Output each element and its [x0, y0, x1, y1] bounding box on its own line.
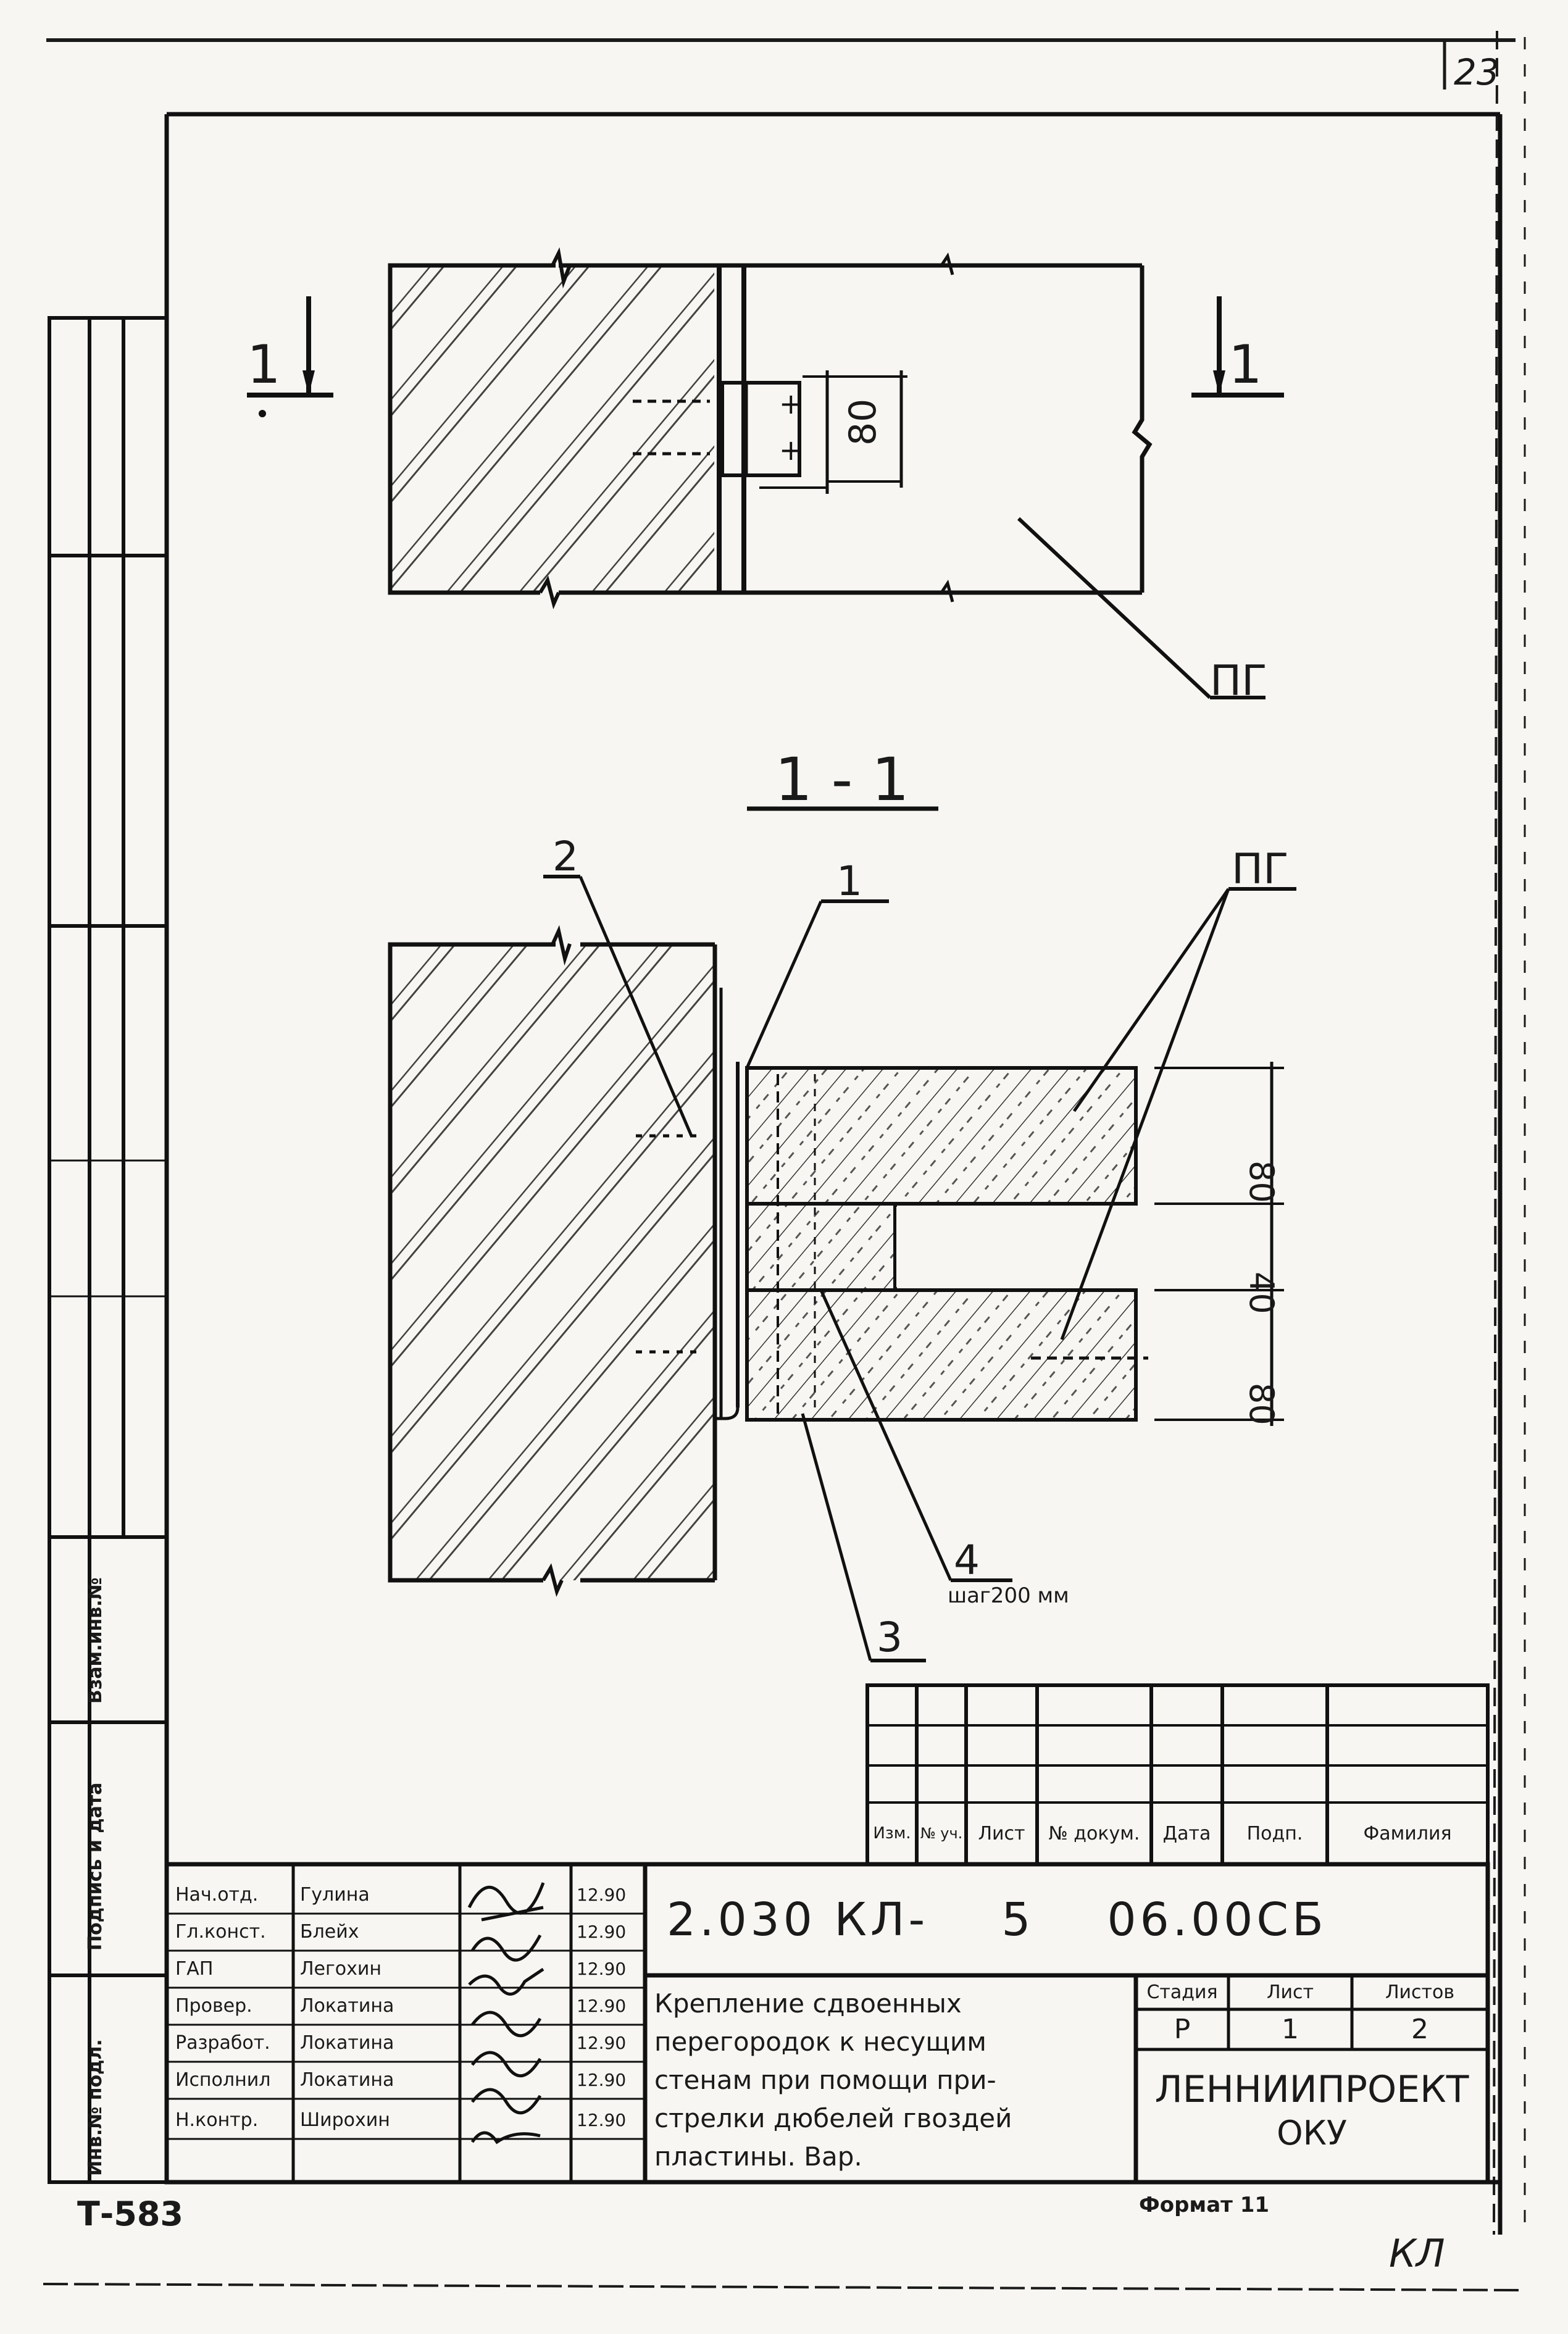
- organization-name: ЛЕННИИПРОЕКТ: [1154, 2068, 1469, 2111]
- rev-header-date: Дата: [1162, 1822, 1211, 1844]
- signature-date: 12.90: [577, 2109, 627, 2130]
- strip-label-signature: Подпись и дата: [85, 1782, 106, 1951]
- section-dimension-upper: 80: [1242, 1161, 1281, 1203]
- panel-label-section: ПГ: [1232, 845, 1289, 894]
- rev-header-item: № уч.: [920, 1825, 963, 1842]
- sheet-outer-border: [43, 30, 1526, 2291]
- section-marker-label-left: 1: [247, 334, 281, 396]
- rev-header-sign: Подп.: [1246, 1822, 1303, 1844]
- stamp-code: Т-583: [77, 2194, 183, 2233]
- signature-date: 12.90: [577, 2032, 627, 2053]
- spacer-plate: [745, 1202, 897, 1292]
- title-line: пластины. Вар.: [654, 2141, 862, 2172]
- stage-header: Стадия: [1146, 1982, 1218, 2003]
- svg-text:+: +: [779, 387, 803, 420]
- section-view: [388, 806, 1296, 1662]
- signature-role: Гл.конст.: [175, 1920, 266, 1943]
- signature-date: 12.90: [577, 2069, 627, 2090]
- plan-fastener-plate: [720, 381, 801, 477]
- format-label: Формат 11: [1139, 2193, 1270, 2217]
- plan-view: + +: [247, 247, 1284, 699]
- organization-dept: ОКУ: [1277, 2113, 1347, 2153]
- plan-wall-outline: [388, 263, 556, 595]
- document-code: 2.030 КЛ- 5 06.00СБ: [667, 1893, 1327, 1946]
- strip-label-inv: Инв.№ подл.: [85, 2039, 106, 2176]
- signature-role: Н.контр.: [175, 2109, 259, 2131]
- section-wall-hatched: [390, 944, 714, 1580]
- signature-role: Разработ.: [175, 2032, 270, 2054]
- signature-role: Нач.отд.: [175, 1883, 259, 1906]
- signature-name: Локатина: [300, 2032, 394, 2054]
- revision-table-grid: [865, 1683, 1490, 1866]
- section-dimension-lower: 80: [1242, 1383, 1281, 1425]
- rev-header-name: Фамилия: [1363, 1822, 1452, 1844]
- signature-name: Локатина: [300, 2069, 394, 2091]
- title-block-grid: [164, 1862, 1490, 2185]
- callout-1: 1: [836, 857, 862, 905]
- svg-text:+: +: [779, 433, 803, 467]
- page-number: 23: [1454, 51, 1499, 93]
- title-line: перегородок к несущим: [654, 2027, 986, 2057]
- panel-upper: [745, 1066, 1138, 1206]
- section-title: 1 - 1: [775, 745, 909, 814]
- rev-header-sheet: Лист: [978, 1822, 1025, 1844]
- rev-header-doc: № докум.: [1048, 1822, 1140, 1844]
- sheets-value: 2: [1411, 2014, 1428, 2045]
- strip-label-replace: Взам.инв.№: [85, 1577, 106, 1704]
- signature-role: ГАП: [175, 1957, 214, 1980]
- signature-role: Исполнил: [175, 2069, 271, 2091]
- callout-4-note: шаг200 мм: [948, 1583, 1069, 1608]
- title-line: Крепление сдвоенных: [654, 1988, 962, 2019]
- rev-header-change: Изм.: [873, 1824, 911, 1843]
- drawing-title: Крепление сдвоенных перегородок к несущи…: [654, 1985, 1130, 2176]
- section-dimension-middle: 40: [1242, 1272, 1281, 1314]
- sheet-header: Лист: [1266, 1982, 1314, 2003]
- signature-date: 12.90: [577, 1958, 627, 1979]
- callout-4: 4: [954, 1536, 980, 1584]
- signature-name: Гулина: [300, 1883, 370, 1906]
- callout-3: 3: [877, 1614, 903, 1661]
- sheet-value: 1: [1282, 2014, 1299, 2045]
- signature-date: 12.90: [577, 1884, 627, 1905]
- callout-2: 2: [553, 833, 578, 880]
- title-line: стенам при помощи при-: [654, 2065, 996, 2095]
- signature-date: 12.90: [577, 1995, 627, 2016]
- signature-name: Легохин: [300, 1957, 382, 1980]
- stage-value: Р: [1174, 2014, 1191, 2045]
- signature-date: 12.90: [577, 1921, 627, 1942]
- signature-name: Блейх: [300, 1920, 359, 1943]
- panel-lower: [745, 1288, 1138, 1422]
- plan-wall-hatched: [390, 265, 714, 593]
- title-line: стрелки дюбелей гвоздей: [654, 2103, 1012, 2133]
- corner-mark: КЛ: [1389, 2231, 1445, 2276]
- section-marker-label-right: 1: [1228, 334, 1262, 396]
- panel-label-plan: ПГ: [1210, 657, 1267, 706]
- sheets-header: Листов: [1385, 1982, 1455, 2003]
- signature-name: Локатина: [300, 1994, 394, 2017]
- signature-role: Провер.: [175, 1994, 252, 2017]
- plan-dimension-label: 80: [841, 398, 885, 446]
- signature-scribbles: [467, 1882, 545, 2144]
- signature-name: Широхин: [300, 2109, 390, 2131]
- left-margin-strip: [48, 316, 169, 2184]
